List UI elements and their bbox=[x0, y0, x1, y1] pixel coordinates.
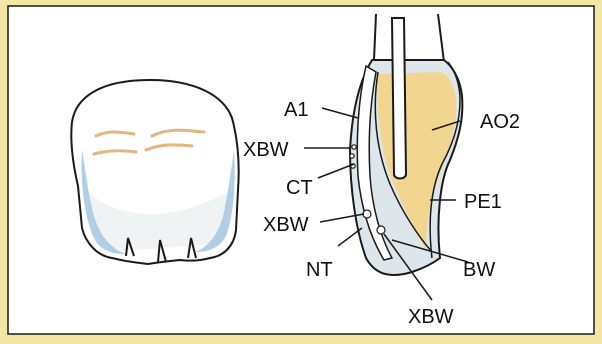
label-ao2: AO2 bbox=[480, 111, 520, 133]
tooth-front-view bbox=[71, 80, 239, 264]
label-bw: BW bbox=[463, 259, 495, 281]
label-nt: NT bbox=[306, 259, 333, 281]
root-outline-right bbox=[438, 14, 444, 62]
label-xbw-mid: XBW bbox=[263, 214, 309, 236]
label-a1: A1 bbox=[284, 99, 308, 121]
label-ct: CT bbox=[286, 177, 313, 199]
root-outline-left bbox=[374, 14, 376, 60]
label-xbw-bottom: XBW bbox=[408, 306, 454, 328]
label-xbw-top: XBW bbox=[243, 139, 289, 161]
post-instrument bbox=[392, 18, 406, 179]
tooth-cross-section bbox=[304, 14, 468, 300]
label-pe1: PE1 bbox=[464, 191, 502, 213]
